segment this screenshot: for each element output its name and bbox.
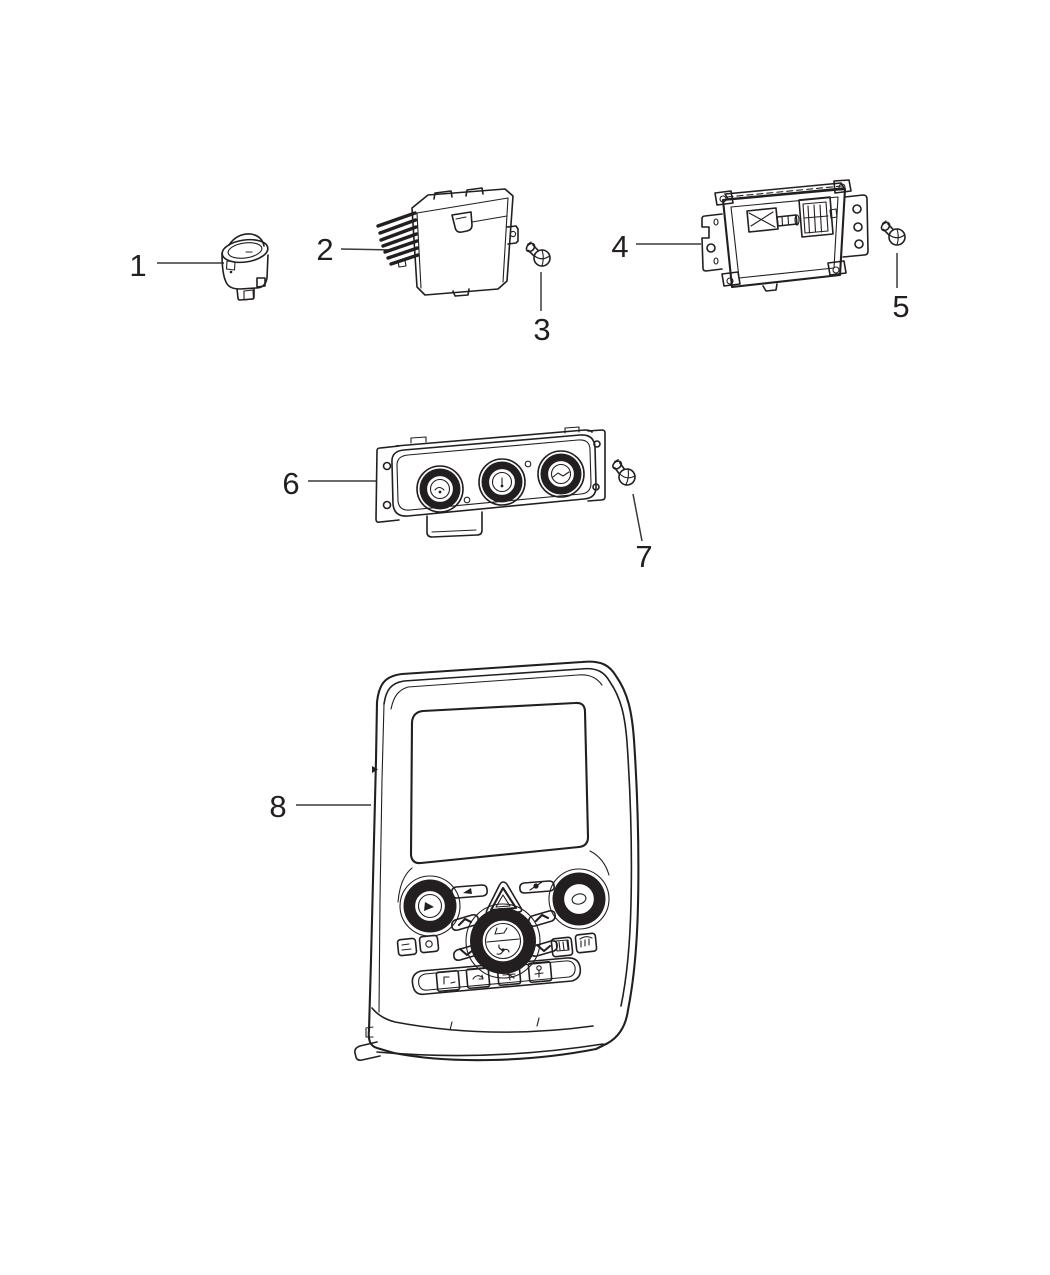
callout-3: 3 (533, 312, 551, 347)
control-cluster (396, 868, 610, 996)
callout-5: 5 (892, 289, 910, 324)
knob-temperature (416, 465, 464, 513)
voice-button (396, 937, 418, 957)
ac-button (496, 963, 522, 987)
knob-mode (537, 450, 585, 498)
leader-2 (340, 248, 393, 251)
part-5-screw-drawing (879, 220, 906, 246)
callout-8: 8 (269, 789, 287, 824)
part-4-module-drawing (701, 179, 869, 292)
tune-knob (548, 868, 610, 930)
part-6-climate-control-drawing (375, 426, 606, 538)
part-2-power-module-drawing (376, 187, 519, 297)
seek-up-button (519, 880, 555, 894)
leader-lines (157, 243, 898, 806)
part-1-sensor-drawing (221, 233, 269, 301)
part-7-screw-drawing (608, 457, 638, 487)
storage-bin (354, 1007, 604, 1061)
callout-7: 7 (635, 539, 653, 574)
recirculation-button (465, 966, 491, 990)
leader-7 (632, 493, 643, 542)
callout-4: 4 (611, 229, 629, 264)
temp-up-left-button (451, 914, 479, 931)
front-defrost-button (574, 932, 598, 954)
volume-knob (399, 875, 461, 937)
temp-down-right-button (530, 940, 558, 957)
part-3-screw-drawing (524, 241, 551, 267)
temp-down-left-button (453, 944, 481, 961)
heated-seat-left-button (435, 969, 461, 993)
knob-fan (478, 458, 526, 506)
callout-2: 2 (316, 232, 334, 267)
media-button (418, 934, 440, 954)
part-8-center-bezel-drawing (354, 660, 640, 1062)
callout-6: 6 (282, 466, 300, 501)
rear-defrost-button (550, 936, 574, 958)
temp-up-right-button (528, 910, 556, 927)
screen-opening (409, 701, 590, 865)
center-fan-knob (465, 903, 541, 979)
seek-down-button (451, 884, 488, 899)
bottom-button-row (411, 957, 582, 996)
callout-1: 1 (129, 248, 147, 283)
heated-seat-right-button (527, 960, 553, 984)
